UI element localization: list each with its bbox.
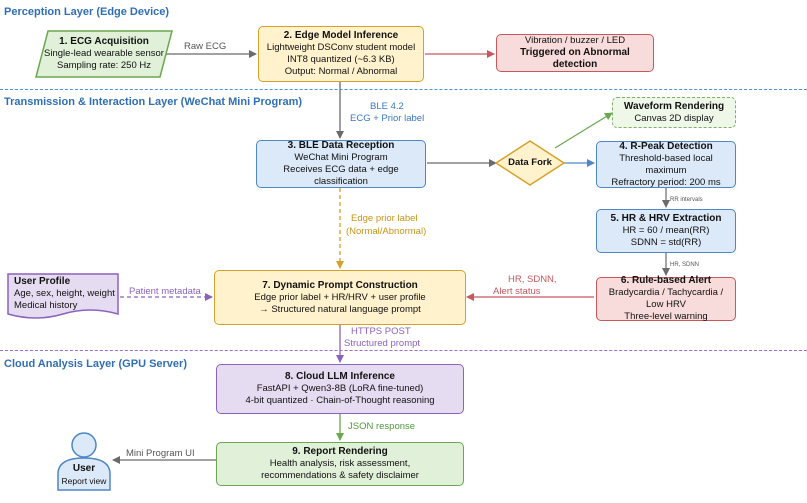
- ecg-line-1: Single-lead wearable sensor: [44, 48, 164, 59]
- llm-line-2: 4-bit quantized · Chain-of-Thought reaso…: [245, 395, 435, 406]
- llm-inference-node: 8. Cloud LLM Inference FastAPI + Qwen3-8…: [216, 364, 464, 414]
- ecg-line-2: Sampling rate: 250 Hz: [57, 60, 151, 71]
- ble-reception-node: 3. BLE Data Reception WeChat Mini Progra…: [256, 140, 426, 188]
- alert-line-1: Bradycardia / Tachycardia / Low HRV: [608, 287, 724, 310]
- hrv-title: 5. HR & HRV Extraction: [610, 213, 722, 224]
- user-subtitle: Report view: [61, 476, 107, 486]
- cloud-layer-title: Cloud Analysis Layer (GPU Server): [4, 358, 187, 370]
- alert-line-2: Three-level warning: [624, 311, 708, 322]
- prompt-construction-node: 7. Dynamic Prompt Construction Edge prio…: [214, 270, 466, 325]
- profile-line-1: Age, sex, height, weight: [14, 288, 115, 299]
- prompt-line-2: → Structured natural language prompt: [259, 303, 421, 315]
- waveform-line-1: Canvas 2D display: [634, 112, 714, 124]
- edge-title: 2. Edge Model Inference: [283, 30, 399, 41]
- alarm-line-1: Vibration / buzzer / LED: [524, 35, 626, 46]
- hr-sdnn-label: HR, SDNN: [670, 262, 700, 268]
- report-rendering-node: 9. Report Rendering Health analysis, ris…: [216, 442, 464, 486]
- rpeak-line-2: Refractory period: 200 ms: [611, 176, 721, 188]
- ble-link-label-1: BLE 4.2: [370, 101, 404, 112]
- waveform-node: Waveform Rendering Canvas 2D display: [612, 97, 736, 128]
- prompt-title: 7. Dynamic Prompt Construction: [262, 279, 418, 291]
- rpeak-line-1: Threshold-based local maximum: [619, 152, 713, 176]
- raw-ecg-label: Raw ECG: [184, 41, 227, 52]
- llm-title: 8. Cloud LLM Inference: [284, 371, 395, 382]
- ble-line-1: WeChat Mini Program: [294, 152, 388, 163]
- waveform-title: Waveform Rendering: [623, 100, 725, 112]
- ecg-title: 1. ECG Acquisition: [59, 36, 149, 47]
- prior-label-1: Edge prior label: [351, 213, 418, 224]
- mini-program-ui-label: Mini Program UI: [126, 448, 195, 459]
- https-label-1: HTTPS POST: [351, 326, 411, 337]
- report-line-2: recommendations & safety disclaimer: [261, 470, 419, 481]
- alert-link-label-2: Alert status: [493, 286, 541, 297]
- prompt-line-1: Edge prior label + HR/HRV + user profile: [254, 291, 426, 303]
- alarm-node: Vibration / buzzer / LED Triggered on Ab…: [496, 34, 654, 72]
- rpeak-title: 4. R-Peak Detection: [619, 140, 713, 152]
- json-response-label: JSON response: [348, 421, 416, 432]
- ecg-acquisition-node: 1. ECG Acquisition Single-lead wearable …: [40, 31, 168, 77]
- layer-separator-1: [0, 89, 807, 90]
- rr-intervals-label: RR intervals: [670, 197, 703, 203]
- alert-title: 6. Rule-based Alert: [620, 275, 712, 286]
- profile-title: User Profile: [14, 276, 71, 287]
- hrv-line-2: SDNN = std(RR): [630, 237, 702, 248]
- edge-line-2: INT8 quantized (~6.3 KB): [287, 54, 395, 65]
- edge-line-1: Lightweight DSConv student model: [266, 42, 416, 53]
- https-label-2: Structured prompt: [344, 338, 421, 349]
- ble-line-2: Receives ECG data + edge classification: [283, 164, 399, 187]
- llm-line-1: FastAPI + Qwen3-8B (LoRA fine-tuned): [256, 383, 424, 394]
- transmission-layer-title: Transmission & Interaction Layer (WeChat…: [4, 96, 303, 108]
- perception-layer-title: Perception Layer (Edge Device): [4, 6, 170, 18]
- alarm-line-2: Triggered on Abnormal detection: [520, 47, 630, 70]
- alert-link-label-1: HR, SDNN,: [508, 274, 557, 285]
- alert-node: 6. Rule-based Alert Bradycardia / Tachyc…: [596, 275, 736, 322]
- patient-metadata-label: Patient metadata: [129, 286, 201, 297]
- arrow-fork-to-waveform: [554, 112, 613, 149]
- report-line-1: Health analysis, risk assessment,: [269, 458, 411, 469]
- user-profile-node: User Profile Age, sex, height, weight Me…: [8, 275, 120, 313]
- data-fork-label: Data Fork: [508, 157, 552, 168]
- ble-title: 3. BLE Data Reception: [287, 140, 395, 151]
- ble-link-label-2: ECG + Prior label: [350, 113, 425, 124]
- hrv-node: 5. HR & HRV Extraction HR = 60 / mean(RR…: [596, 209, 736, 253]
- hrv-line-1: HR = 60 / mean(RR): [622, 225, 710, 236]
- edge-inference-node: 2. Edge Model Inference Lightweight DSCo…: [258, 26, 424, 82]
- user-title: User: [72, 463, 96, 474]
- layer-separator-2: [0, 350, 807, 351]
- report-title: 9. Report Rendering: [292, 446, 388, 457]
- prior-label-2: (Normal/Abnormal): [346, 226, 427, 237]
- profile-line-2: Medical history: [14, 300, 78, 311]
- rpeak-node: 4. R-Peak Detection Threshold-based loca…: [596, 141, 736, 188]
- edge-line-3: Output: Normal / Abnormal: [284, 66, 398, 77]
